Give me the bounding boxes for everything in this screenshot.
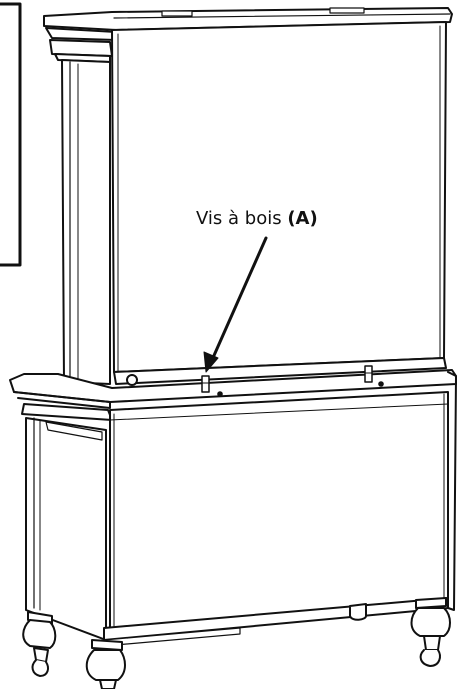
cabinet-foot-left-front [22, 611, 57, 677]
lower-cabinet [25, 371, 457, 647]
callout-arrow [203, 236, 268, 373]
wood-screw-label: Vis à bois (A) [196, 208, 318, 229]
hutch-back-panel [111, 21, 447, 373]
hutch-upper [43, 7, 453, 386]
cabinet-foot-right-back [349, 603, 367, 621]
cabinet-foot-left-back [85, 639, 126, 689]
instruction-panel-border [0, 2, 22, 267]
screw-bracket-right [364, 365, 384, 387]
screw-bracket-left [201, 375, 223, 397]
cabinet-foot-right-front [410, 597, 451, 667]
wood-screw-text: Vis à bois [196, 208, 288, 229]
part-tag: (A) [287, 208, 318, 229]
